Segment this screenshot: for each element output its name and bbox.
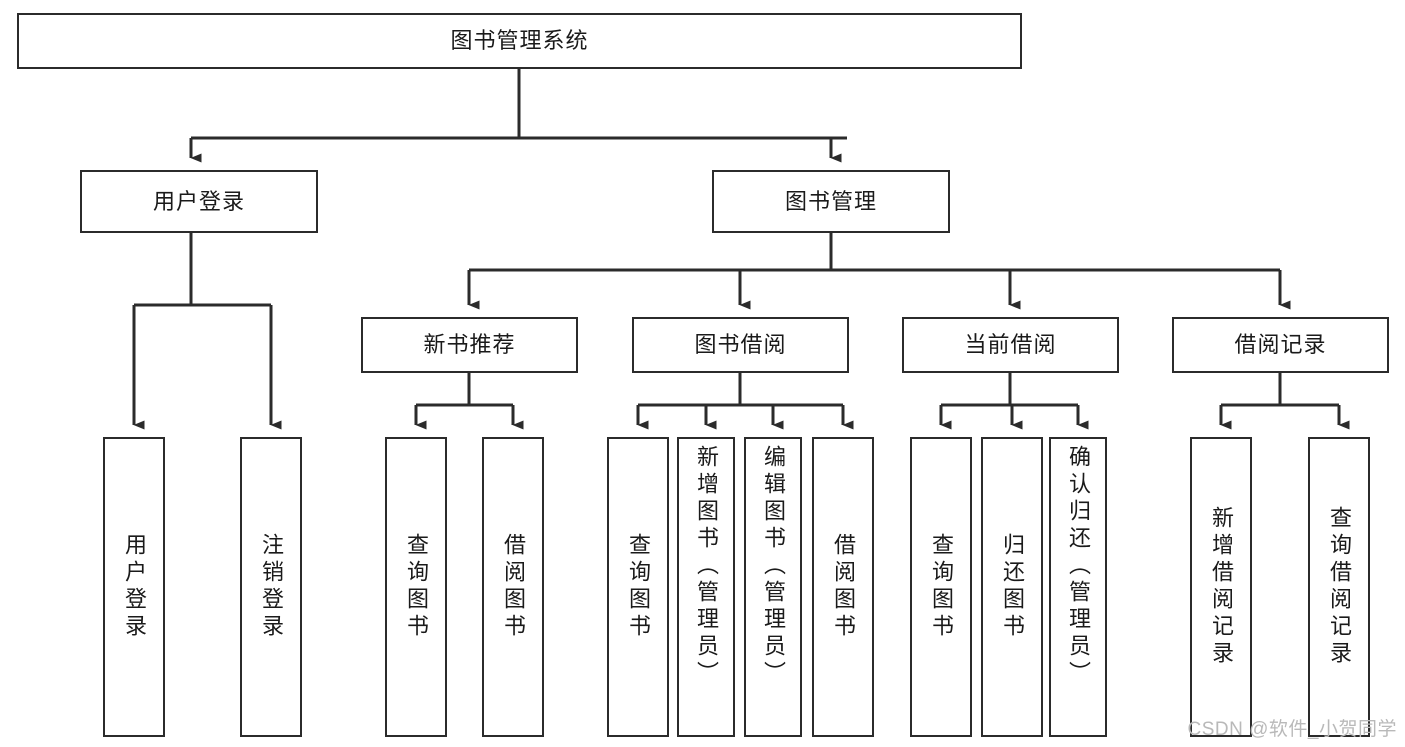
- node-root[interactable]: 图书管理系统: [17, 13, 1022, 69]
- watermark-text: CSDN @软件_小贺同学: [1187, 719, 1397, 740]
- edge-book-manage-children: [467, 233, 1291, 310]
- node-leaf-borrow-book-rec[interactable]: 借阅图书: [482, 437, 544, 737]
- node-book-borrow[interactable]: 图书借阅: [632, 317, 849, 373]
- node-leaf-add-book-admin[interactable]: 新增图书（管理员）: [677, 437, 735, 737]
- node-user-login-label: 用户登录: [152, 188, 245, 214]
- edge-user-login-children: [132, 233, 282, 430]
- node-current-borrow[interactable]: 当前借阅: [902, 317, 1119, 373]
- node-leaf-query-book-current[interactable]: 查询图书: [910, 437, 972, 737]
- node-leaf-add-borrow-record-label: 新增借阅记录: [1208, 506, 1234, 668]
- node-new-book-rec[interactable]: 新书推荐: [361, 317, 578, 373]
- node-borrow-record-label: 借阅记录: [1234, 332, 1327, 358]
- edge-new-book-rec-children: [414, 373, 524, 430]
- node-leaf-query-book-rec[interactable]: 查询图书: [385, 437, 447, 737]
- node-leaf-add-borrow-record[interactable]: 新增借阅记录: [1190, 437, 1252, 737]
- edge-book-borrow-children: [636, 373, 854, 430]
- node-leaf-confirm-return-admin-label: 确认归还（管理员）: [1065, 445, 1091, 688]
- node-leaf-borrow-book-label: 借阅图书: [830, 533, 856, 641]
- node-leaf-query-book-current-label: 查询图书: [928, 533, 954, 641]
- node-leaf-edit-book-admin-label: 编辑图书（管理员）: [760, 445, 786, 688]
- node-leaf-user-logout[interactable]: 注销登录: [240, 437, 302, 737]
- node-leaf-add-book-admin-label: 新增图书（管理员）: [693, 445, 719, 688]
- node-leaf-user-logout-label: 注销登录: [258, 533, 284, 641]
- node-leaf-borrow-book[interactable]: 借阅图书: [812, 437, 874, 737]
- edge-borrow-record-children: [1219, 373, 1350, 430]
- node-book-borrow-label: 图书借阅: [694, 332, 787, 358]
- node-book-manage[interactable]: 图书管理: [712, 170, 950, 233]
- node-book-manage-label: 图书管理: [784, 188, 877, 214]
- node-leaf-query-book-borrow-label: 查询图书: [625, 533, 651, 641]
- edge-root-trunk: [189, 69, 847, 163]
- node-leaf-query-borrow-record[interactable]: 查询借阅记录: [1308, 437, 1370, 737]
- edge-current-borrow-children: [939, 373, 1089, 430]
- node-leaf-user-login[interactable]: 用户登录: [103, 437, 165, 737]
- node-leaf-query-borrow-record-label: 查询借阅记录: [1326, 506, 1352, 668]
- node-leaf-query-book-rec-label: 查询图书: [403, 533, 429, 641]
- node-user-login[interactable]: 用户登录: [80, 170, 318, 233]
- node-borrow-record[interactable]: 借阅记录: [1172, 317, 1389, 373]
- node-new-book-rec-label: 新书推荐: [423, 332, 516, 358]
- node-leaf-borrow-book-rec-label: 借阅图书: [500, 533, 526, 641]
- node-leaf-return-book-label: 归还图书: [999, 533, 1025, 641]
- node-leaf-user-login-label: 用户登录: [121, 533, 147, 641]
- node-leaf-query-book-borrow[interactable]: 查询图书: [607, 437, 669, 737]
- node-leaf-return-book[interactable]: 归还图书: [981, 437, 1043, 737]
- node-leaf-edit-book-admin[interactable]: 编辑图书（管理员）: [744, 437, 802, 737]
- node-leaf-confirm-return-admin[interactable]: 确认归还（管理员）: [1049, 437, 1107, 737]
- node-current-borrow-label: 当前借阅: [964, 332, 1057, 358]
- node-root-label: 图书管理系统: [450, 28, 589, 54]
